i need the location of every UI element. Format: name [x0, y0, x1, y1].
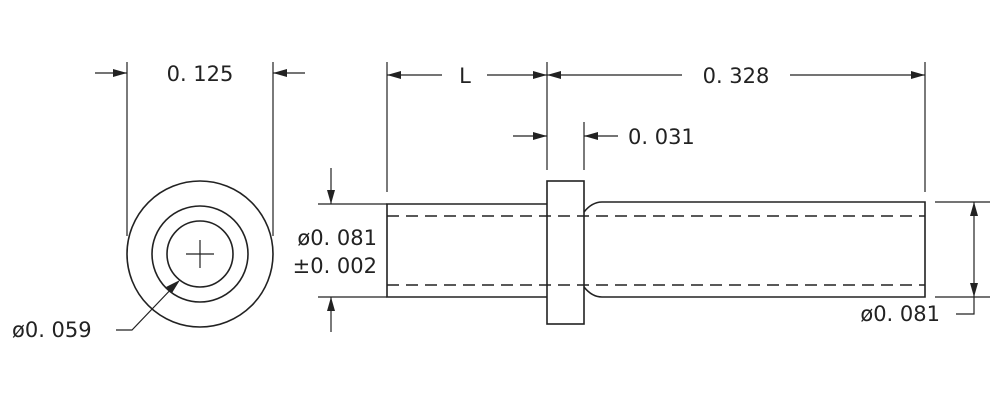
dimension-end-view-width: 0. 125 [95, 62, 305, 236]
arrow-head [533, 71, 547, 79]
bore-tolerance-label: ±0. 002 [293, 254, 377, 278]
leader-line [956, 297, 975, 315]
inner-dia-label: ø0. 059 [12, 318, 92, 342]
end-view-middle-circle [151, 205, 249, 303]
end-view-inner-circle [166, 220, 234, 288]
end-view-outer-circle [126, 180, 274, 328]
side-view [386, 180, 926, 325]
outer-dia-label: ø0. 081 [860, 302, 940, 326]
arrow-head [166, 280, 180, 293]
arrow-head [273, 69, 287, 77]
dimension-length-l: L [387, 64, 547, 88]
dimension-outer-dia: ø0. 081 [860, 201, 990, 326]
arrow-head [387, 71, 401, 79]
arrow-head [584, 132, 598, 140]
dimension-inner-dia: ø0. 059 [12, 280, 180, 342]
arrow-head [970, 202, 978, 216]
overall-length-label: 0. 328 [703, 64, 770, 88]
length-l-label: L [459, 64, 471, 88]
arrow-head [533, 132, 547, 140]
dimension-overall-length: 0. 328 [547, 64, 925, 88]
arrow-head [327, 190, 335, 204]
flange-thickness-label: 0. 031 [628, 125, 695, 149]
left-body-outline [386, 203, 547, 298]
dimension-flange-thickness: 0. 031 [513, 125, 695, 149]
right-body-outline [583, 201, 926, 298]
arrow-head [327, 297, 335, 311]
arrow-head [547, 71, 561, 79]
bore-dia-label: ø0. 081 [297, 226, 377, 250]
arrow-head [911, 71, 925, 79]
flange [546, 180, 585, 325]
arrow-head [113, 69, 127, 77]
dimension-bore-dia: ø0. 081 ±0. 002 [293, 168, 387, 332]
end-view [126, 180, 274, 328]
leader-line [116, 283, 177, 331]
end-view-width-label: 0. 125 [167, 62, 234, 86]
arrow-head [970, 283, 978, 297]
